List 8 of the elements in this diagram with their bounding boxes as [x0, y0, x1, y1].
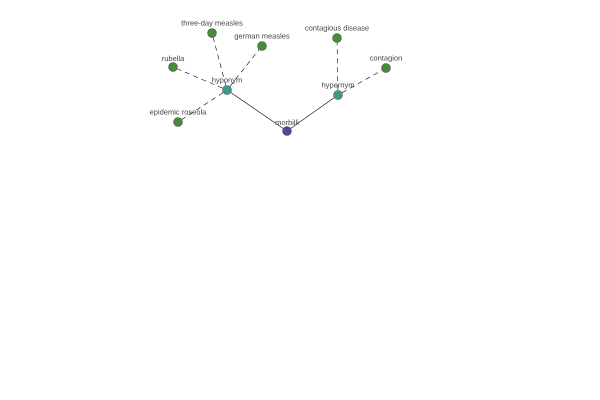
connector-line — [212, 37, 226, 86]
connector-line — [177, 68, 223, 88]
connector-line — [182, 92, 224, 120]
connector-line — [290, 97, 334, 129]
connector-line — [230, 49, 260, 87]
connector-line — [230, 92, 284, 129]
connector-line — [336, 42, 338, 91]
connector-line — [342, 70, 382, 93]
